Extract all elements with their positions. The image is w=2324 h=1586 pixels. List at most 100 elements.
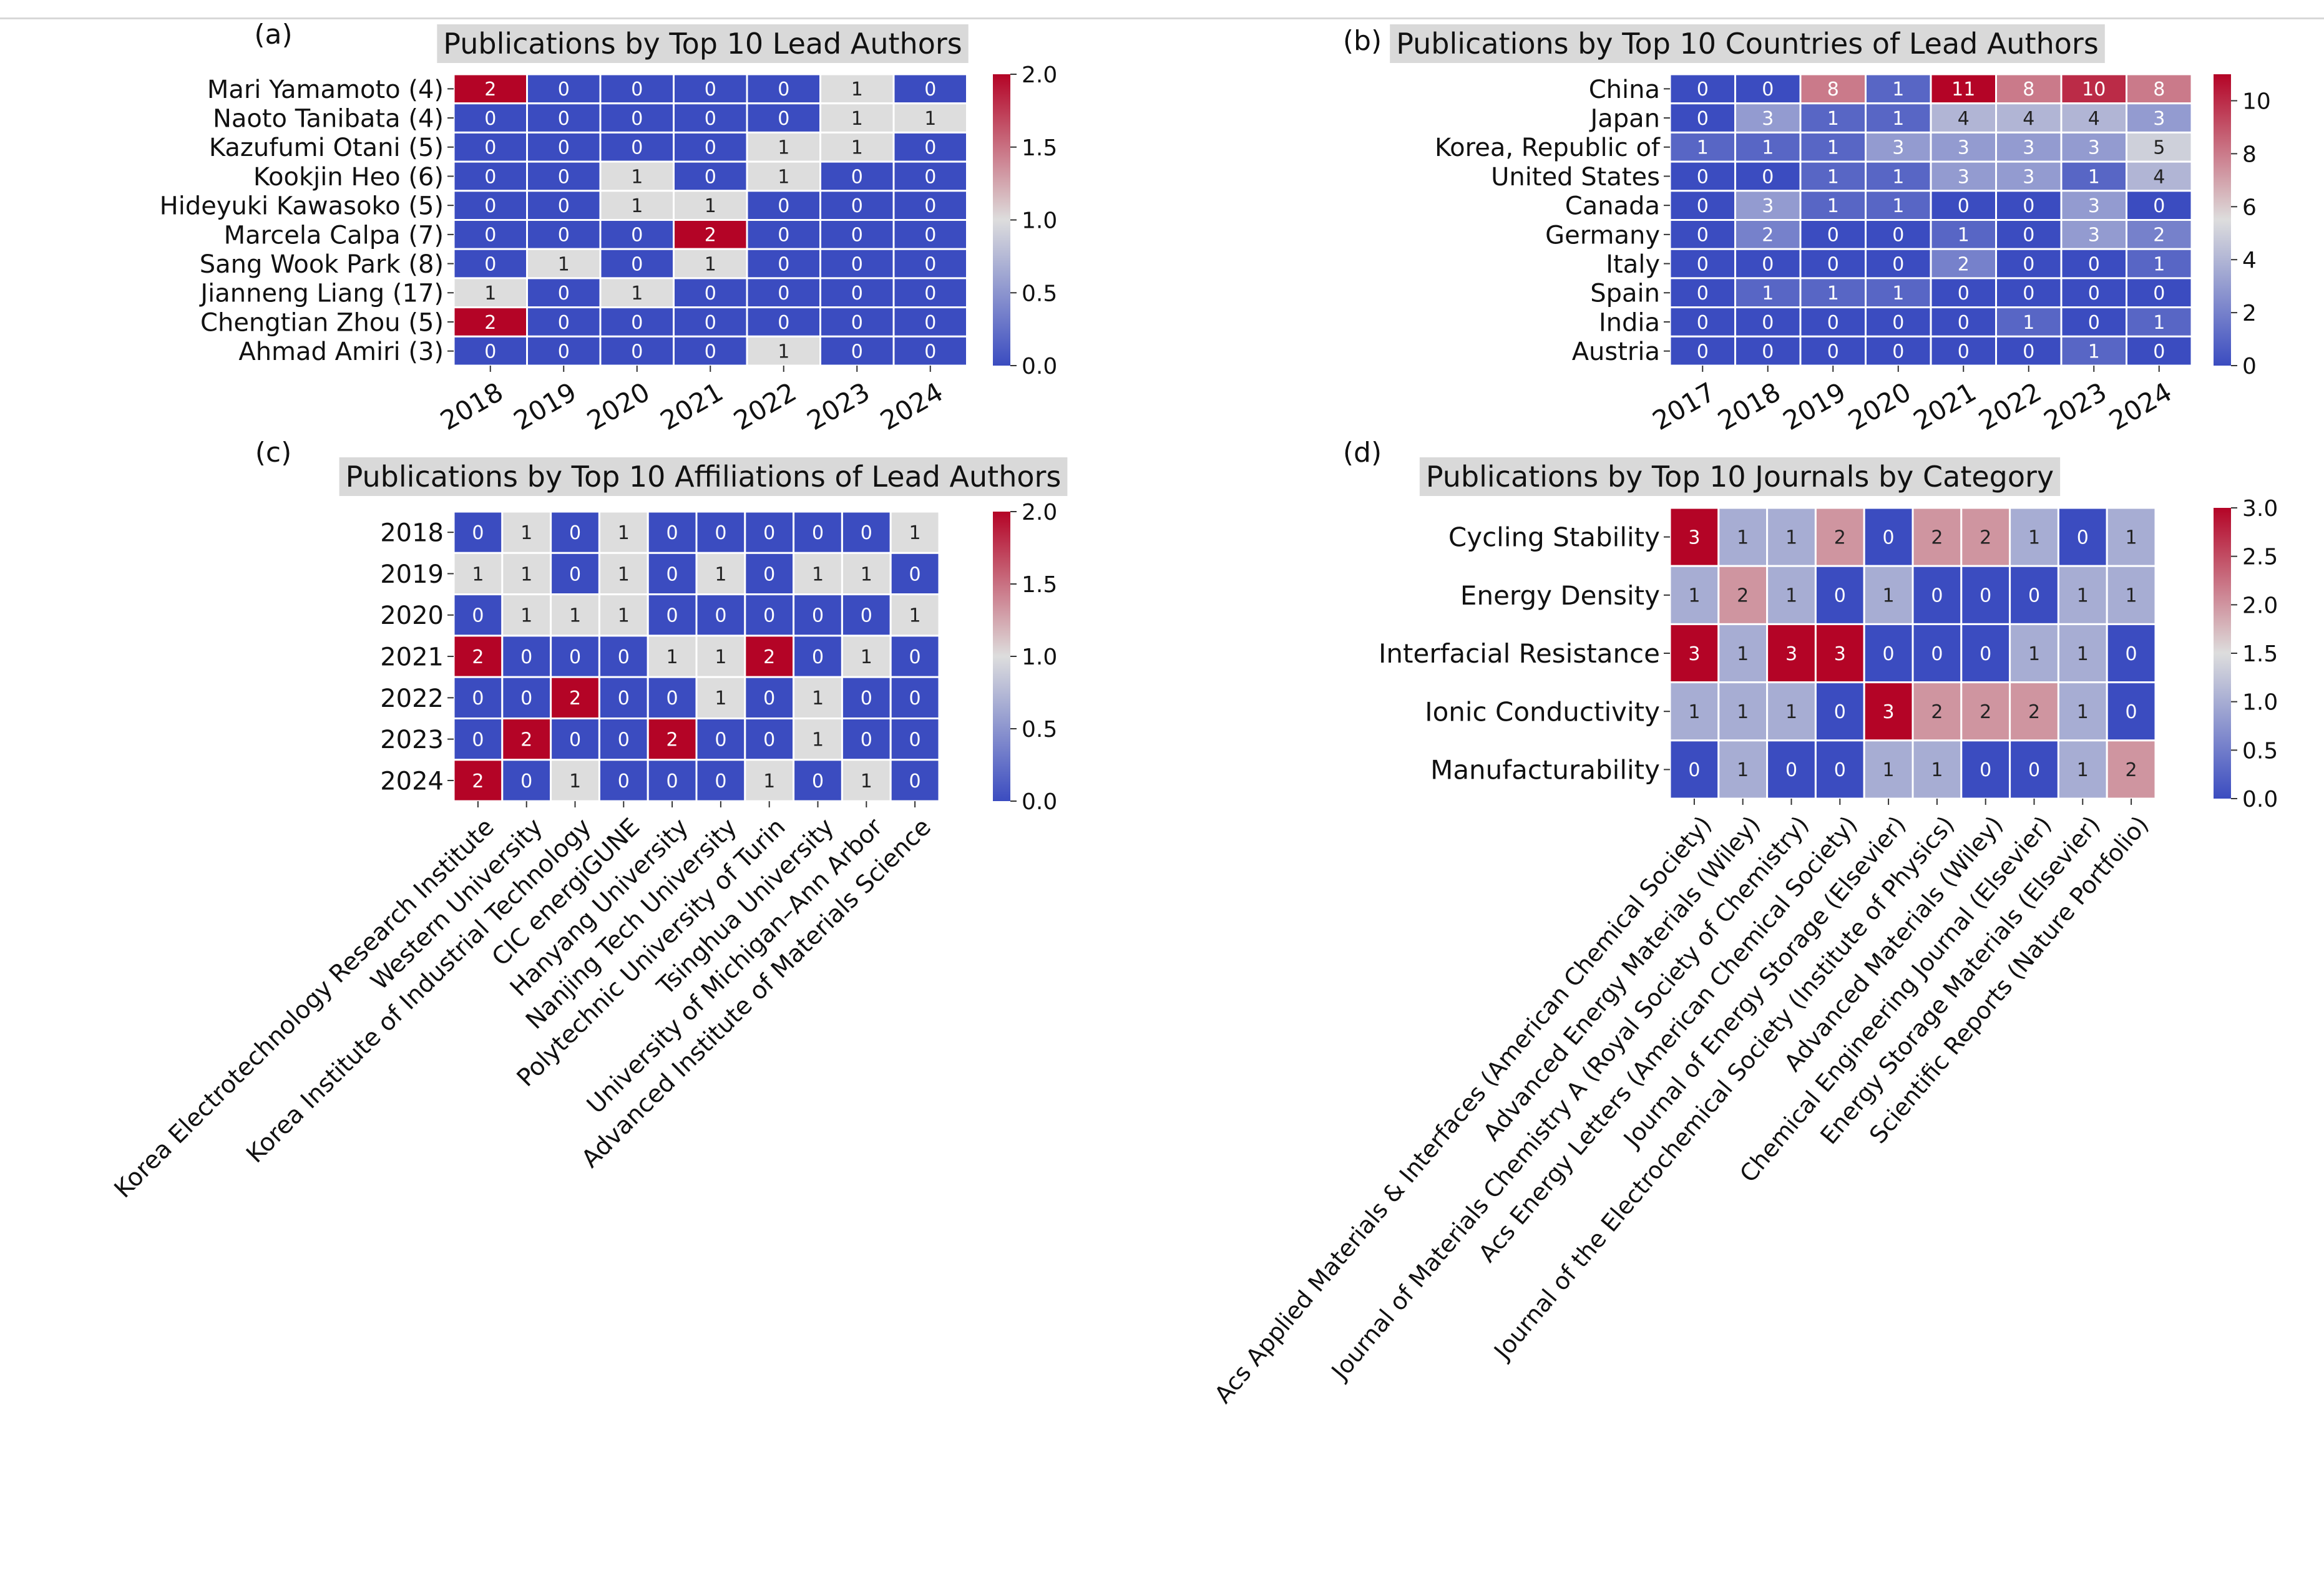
- heatmap-cell: [889, 759, 940, 802]
- cell-value-label: 1: [1827, 195, 1839, 217]
- heatmap-cell: [1865, 131, 1932, 163]
- cell-value-label: 0: [778, 312, 789, 334]
- heatmap-cell: [1930, 102, 1997, 134]
- cell-value-label: 0: [631, 312, 643, 334]
- heatmap-cell: [673, 306, 748, 338]
- row-label: India: [1599, 308, 1660, 337]
- heatmap-cell: [501, 552, 552, 596]
- cell-value-label: 2: [2028, 701, 2040, 723]
- heatmap-cell: [892, 190, 968, 221]
- row-label: United States: [1491, 163, 1660, 192]
- column-label: 2023: [802, 376, 875, 436]
- cell-value-label: 0: [1980, 585, 1991, 607]
- cell-value-label: 10: [2082, 79, 2106, 100]
- heatmap-cell: [598, 635, 649, 678]
- cell-value-label: 0: [1827, 341, 1839, 362]
- heatmap-cell: [892, 160, 968, 192]
- cell-value-label: 1: [1892, 79, 1904, 100]
- heatmap-cell: [526, 248, 602, 280]
- heatmap-cell: [598, 552, 649, 596]
- cell-value-label: 0: [812, 646, 824, 668]
- cell-value-label: 0: [472, 605, 484, 627]
- cell-value-label: 2: [472, 646, 484, 668]
- heatmap-cell: [892, 219, 968, 250]
- column-label: Journal of Materials Chemistry A (Royal …: [1326, 811, 1814, 1386]
- cell-value-label: 0: [1697, 283, 1709, 304]
- cell-value-label: 2: [2126, 759, 2137, 781]
- cell-value-label: 0: [1697, 195, 1709, 217]
- heatmap-cell: [452, 160, 528, 192]
- cell-value-label: 0: [778, 108, 789, 130]
- cell-value-label: 1: [2077, 701, 2089, 723]
- heatmap-cell: [1865, 248, 1932, 280]
- cell-value-label: 0: [861, 729, 872, 751]
- cell-value-label: 3: [1958, 166, 1970, 188]
- row-label: Manufacturability: [1430, 755, 1660, 786]
- heatmap-cell: [2126, 277, 2193, 309]
- cell-value-label: 0: [851, 195, 863, 217]
- cell-value-label: 0: [2028, 759, 2040, 781]
- cell-value-label: 0: [1827, 225, 1839, 246]
- cell-value-label: 0: [472, 729, 484, 751]
- cell-value-label: 0: [924, 79, 936, 100]
- cell-value-label: 0: [1762, 312, 1774, 334]
- cell-value-label: 1: [1892, 108, 1904, 130]
- heatmap-cell: [793, 593, 843, 637]
- heatmap-cell: [673, 219, 748, 250]
- cell-value-label: 0: [472, 522, 484, 544]
- panel-b: (b)Publications by Top 10 Countries of L…: [1343, 24, 2271, 436]
- heatmap-cell: [1995, 277, 2063, 309]
- heatmap-cell: [1960, 623, 2011, 684]
- cell-value-label: 0: [1892, 341, 1904, 362]
- cell-value-label: 1: [812, 688, 824, 709]
- heatmap-cell: [1717, 739, 1769, 800]
- colorbar-tick-label: 6: [2242, 195, 2257, 220]
- heatmap-cell: [1814, 507, 1865, 567]
- colorbar-tick-label: 1.0: [1022, 645, 1057, 670]
- cell-value-label: 2: [1958, 253, 1970, 275]
- cell-value-label: 1: [631, 166, 643, 188]
- cell-value-label: 0: [631, 341, 643, 362]
- cell-value-label: 0: [705, 137, 716, 159]
- cell-value-label: 1: [1892, 166, 1904, 188]
- cell-value-label: 0: [1762, 341, 1774, 362]
- cell-value-label: 0: [484, 341, 496, 362]
- cell-value-label: 0: [1834, 759, 1846, 781]
- chart-title-text: Publications by Top 10 Affiliations of L…: [346, 460, 1062, 494]
- column-label: 2018: [1712, 376, 1785, 436]
- heatmap-cell: [793, 552, 843, 596]
- heatmap-cell: [550, 676, 600, 719]
- cell-value-label: 0: [666, 688, 678, 709]
- column-label: 2021: [655, 376, 728, 436]
- cell-value-label: 0: [1980, 643, 1991, 665]
- row-label: Energy Density: [1460, 580, 1660, 611]
- panel-c: (c)Publications by Top 10 Affiliations o…: [109, 437, 1068, 1204]
- cell-value-label: 1: [1688, 585, 1700, 607]
- cell-value-label: 3: [1892, 137, 1904, 159]
- heatmap-cell: [695, 759, 746, 802]
- cell-value-label: 1: [520, 563, 532, 585]
- column-label: 2018: [435, 376, 508, 436]
- cell-value-label: 0: [569, 646, 581, 668]
- heatmap-cell: [1734, 190, 1802, 221]
- chart-title: Publications by Top 10 Countries of Lead…: [1390, 24, 2105, 63]
- heatmap-cell: [1960, 739, 2011, 800]
- cell-value-label: 0: [558, 283, 570, 304]
- row-label: 2022: [380, 684, 444, 713]
- heatmap-cell: [1766, 565, 1817, 625]
- cell-value-label: 0: [778, 283, 789, 304]
- cell-value-label: 1: [924, 108, 936, 130]
- cell-value-label: 0: [631, 225, 643, 246]
- colorbar-tick-label: 2.0: [2242, 593, 2278, 618]
- heatmap-cell: [1863, 739, 1914, 800]
- cell-value-label: 0: [924, 225, 936, 246]
- cell-value-label: 0: [2023, 283, 2034, 304]
- row-label: 2021: [380, 643, 444, 671]
- cell-value-label: 1: [715, 646, 726, 668]
- cell-value-label: 0: [705, 283, 716, 304]
- heatmap-cell: [793, 510, 843, 554]
- heatmap-cell: [2057, 565, 2108, 625]
- cell-value-label: 0: [2153, 341, 2165, 362]
- column-label: 2019: [1778, 376, 1851, 436]
